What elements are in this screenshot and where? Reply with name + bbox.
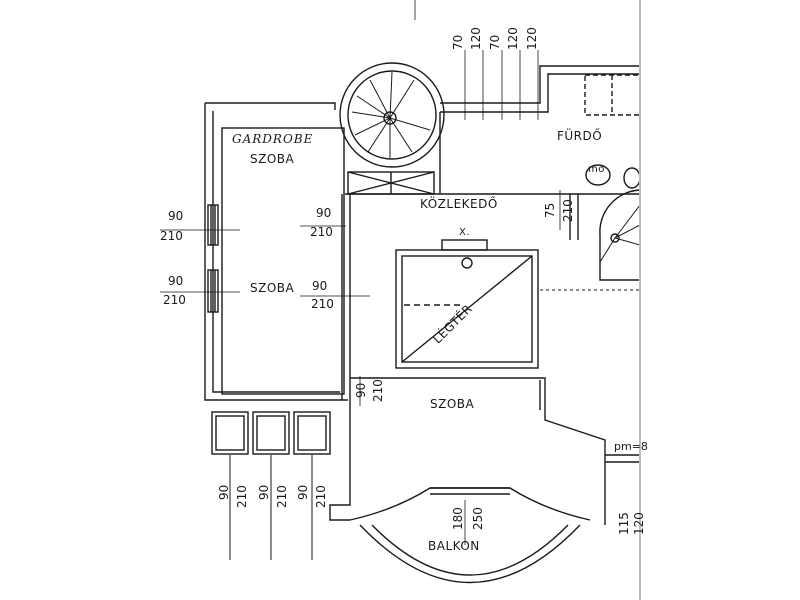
dim-right-label: pm=8 [614,440,648,453]
main-room-walls [350,377,606,460]
sink-label: mo [588,164,605,175]
room-label-szoba-top: SZOBA [250,152,295,166]
room-label-gardrobe: GARDROBE [232,132,314,146]
dim-left-window-2-width: 90 [168,274,184,288]
dim-top-4: 120 [506,27,520,50]
dim-door-3-height: 210 [371,379,385,402]
dim-door-1-width: 90 [316,206,332,220]
dim-balkon-door-height: 250 [471,507,485,530]
dim-left-window-1-width: 90 [168,209,184,223]
dim-bottom-5: 90 [296,484,310,500]
dim-bottom-3: 90 [257,484,271,500]
dim-furdo-door-height: 210 [561,199,575,222]
dim-top-3: 70 [488,34,502,50]
dim-bottom-6: 210 [314,485,328,508]
dim-top-2: 120 [469,27,483,50]
dim-left-window-1-height: 210 [160,229,183,243]
dim-left-window-2-height: 210 [163,293,186,307]
room-label-x-mark: X. [459,227,471,238]
room-label-szoba-main: SZOBA [430,397,475,411]
balcony-arc [359,524,581,584]
dim-door-2-height: 210 [311,297,334,311]
inner-room-box [221,127,345,395]
window-left-1 [207,204,219,246]
spiral-stair-top [339,62,445,168]
dim-right-1: 115 [617,512,631,535]
dim-furdo-door-width: 75 [543,202,557,218]
room-label-kozlekedo: KÖZLEKEDŐ [420,197,498,211]
room-label-balkon: BALKON [428,539,480,553]
bottom-window-box-3 [293,411,331,455]
dim-bottom-4: 210 [275,485,289,508]
dim-top-1: 70 [451,34,465,50]
dim-right-2: 120 [632,512,646,535]
room-label-szoba-mid: SZOBA [250,281,295,295]
dim-bottom-2: 210 [235,485,249,508]
bottom-window-box-2 [252,411,290,455]
bottom-window-box-1 [211,411,249,455]
dim-door-2-width: 90 [312,279,328,293]
left-bedroom-walls [204,102,348,401]
dim-door-3-width: 90 [354,382,368,398]
spiral-stair-right [599,189,641,281]
dim-top-5: 120 [525,27,539,50]
window-left-2 [207,269,219,313]
room-label-furdo: FÜRDŐ [557,129,603,143]
dim-balkon-door-width: 180 [451,507,465,530]
dim-door-1-height: 210 [310,225,333,239]
dim-bottom-1: 90 [217,484,231,500]
